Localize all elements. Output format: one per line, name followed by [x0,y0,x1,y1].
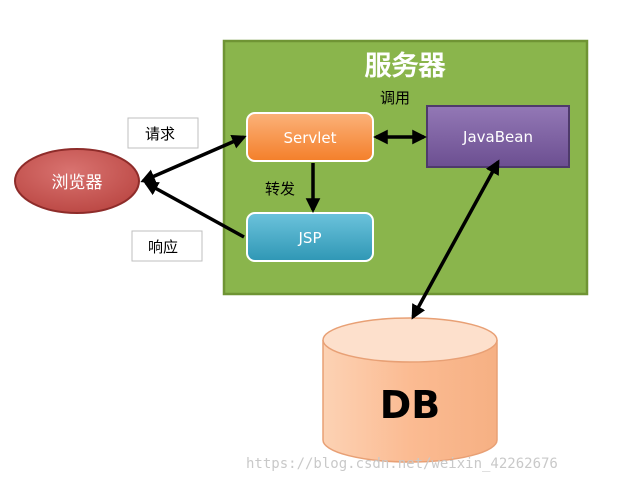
servlet-node [246,112,374,162]
db-arrow [411,159,500,320]
browser-node [14,148,140,214]
javabean-label: JavaBean [462,128,533,146]
jsp-label: JSP [298,229,322,247]
jsp-node [246,212,374,262]
watermark: https://blog.csdn.net/weixin_42262676 [246,456,558,472]
response-label-box [131,230,203,262]
db-node [322,317,498,463]
server-title: 服务器 [365,51,447,82]
call-label: 调用 [380,89,410,107]
response-arrow [143,181,245,239]
db-label: DB [380,383,441,427]
request-arrow [140,134,247,184]
javabean-node [426,105,570,168]
servlet-label: Servlet [283,129,336,147]
request-label: 请求 [145,125,175,143]
response-label: 响应 [148,238,178,256]
forward-label: 转发 [265,180,295,198]
browser-label: 浏览器 [52,173,103,193]
